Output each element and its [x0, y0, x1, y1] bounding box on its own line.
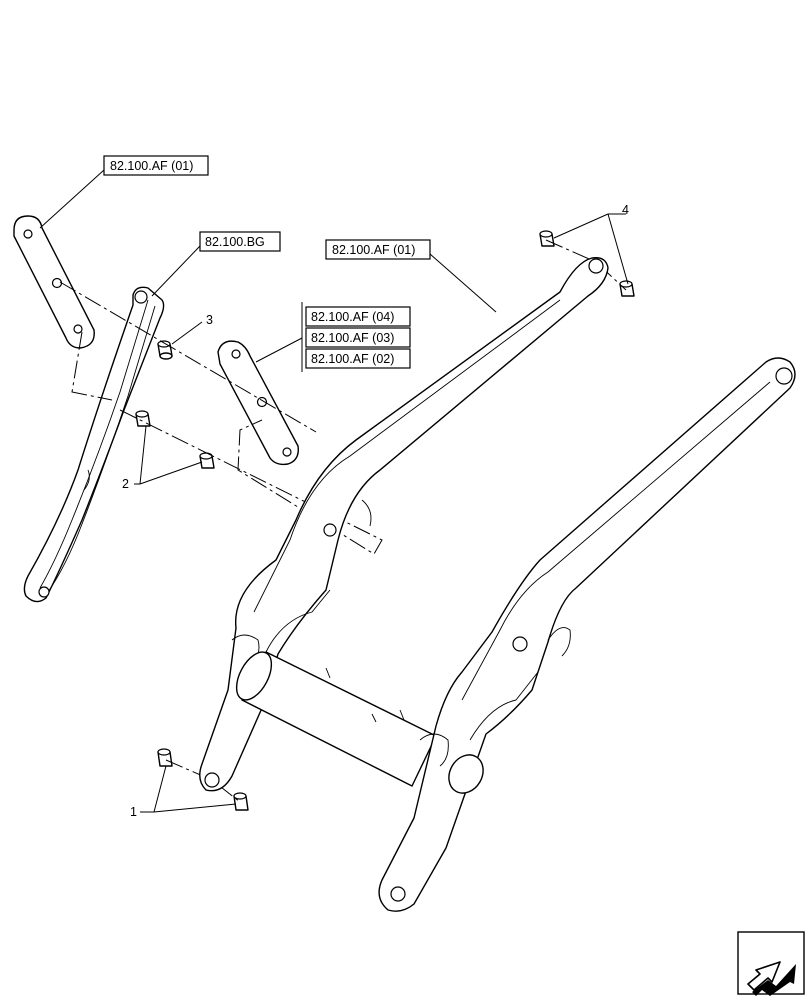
svg-text:3: 3: [206, 313, 213, 327]
callout-2: 2: [122, 425, 203, 491]
ref-group[interactable]: 82.100.AF (04) 82.100.AF (03) 82.100.AF …: [301, 302, 411, 372]
svg-text:4: 4: [622, 203, 629, 217]
ref-link-label: 82.100.BG: [205, 235, 265, 249]
ref-arm-label: 82.100.AF (01): [332, 243, 415, 257]
cross-tube: [235, 651, 437, 787]
bushing-item-4a: [539, 230, 555, 247]
ref-left-plate-label: 82.100.AF (01): [110, 159, 193, 173]
ref-group-label-2: 82.100.AF (03): [311, 331, 394, 345]
leader-link: [151, 245, 201, 297]
bushing-item-4b: [619, 280, 635, 297]
ref-link[interactable]: 82.100.BG: [199, 231, 281, 252]
ref-group-label-1: 82.100.AF (04): [311, 310, 394, 324]
svg-text:1: 1: [130, 805, 137, 819]
link: [23, 286, 165, 603]
ref-group-label-3: 82.100.AF (02): [311, 352, 394, 366]
arrow-icon[interactable]: [737, 931, 805, 996]
leader-arm: [429, 253, 497, 313]
ref-arm[interactable]: 82.100.AF (01): [325, 239, 431, 260]
bushing-item-1b: [233, 792, 249, 811]
callout-4: 4: [553, 203, 629, 285]
svg-text:2: 2: [122, 477, 129, 491]
left-plate: [13, 215, 95, 349]
callout-1: 1: [130, 765, 237, 819]
bushing-item-1a: [157, 748, 173, 767]
middle-plate: [217, 340, 299, 466]
arm-right: [378, 357, 796, 912]
leader-left-plate: [39, 169, 105, 229]
leader-group: [255, 337, 303, 363]
bushing-item-3: [157, 340, 173, 360]
ref-left-plate[interactable]: 82.100.AF (01): [103, 155, 209, 176]
arm-left: [199, 257, 609, 792]
callout-3: 3: [171, 313, 213, 345]
